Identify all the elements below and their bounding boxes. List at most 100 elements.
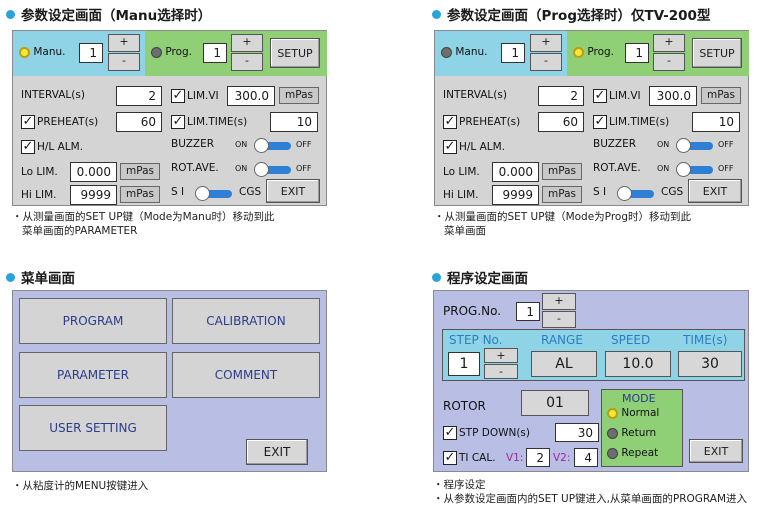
prog-number-field[interactable]: 1	[625, 43, 649, 63]
interval-field[interactable]: 2	[538, 86, 584, 106]
mode-repeat-label: Repeat	[621, 447, 659, 459]
prog-parameter-screen: Manu. 1 + - Prog. 1 + - SETUP INTERVAL(s…	[434, 30, 749, 206]
step-field[interactable]: 1	[448, 352, 480, 376]
step-decrement-button[interactable]: -	[484, 364, 518, 379]
hilim-unit-button[interactable]: mPas	[120, 186, 160, 203]
preheat-field[interactable]: 60	[538, 112, 584, 132]
mode-normal-radio[interactable]: Normal	[607, 407, 659, 419]
setup-button[interactable]: SETUP	[270, 38, 320, 68]
limtime-field[interactable]: 10	[692, 112, 740, 132]
rotave-toggle[interactable]	[676, 162, 713, 177]
bullet-icon	[6, 272, 15, 282]
limvi-unit-button[interactable]: mPas	[279, 87, 319, 104]
buzzer-toggle[interactable]	[676, 138, 713, 153]
buzzer-toggle[interactable]	[254, 138, 291, 153]
user-setting-button[interactable]: USER SETTING	[19, 405, 167, 451]
interval-label: INTERVAL(s)	[21, 89, 85, 101]
mode-return-radio[interactable]: Return	[607, 427, 656, 439]
manu-increment-button[interactable]: +	[530, 34, 562, 52]
prog-no-decrement-button[interactable]: -	[542, 311, 576, 328]
exit-button[interactable]: EXIT	[689, 439, 743, 463]
caption-line: ・从测量画面的SET UP键（Mode为Prog时）移动到此	[434, 211, 691, 223]
manu-radio[interactable]: Manu.	[19, 46, 66, 58]
manu-increment-button[interactable]: +	[108, 34, 140, 52]
unit-system-toggle[interactable]	[195, 186, 232, 201]
limvi-checkbox[interactable]: ✓	[593, 88, 607, 103]
rotor-label: ROTOR	[443, 399, 486, 413]
manu-decrement-button[interactable]: -	[530, 53, 562, 71]
preheat-checkbox[interactable]: ✓	[443, 114, 457, 129]
program-button[interactable]: PROGRAM	[19, 298, 167, 344]
stpdown-checkbox[interactable]: ✓	[443, 425, 457, 440]
toggle-knob-icon	[254, 162, 269, 177]
lolim-field[interactable]: 0.000	[70, 162, 117, 182]
v1-field[interactable]: 2	[526, 448, 550, 467]
hl-alarm-label: H/L ALM.	[459, 141, 506, 153]
section-title-text: 菜单画面	[21, 271, 75, 287]
rotave-off-label: OFF	[718, 164, 734, 173]
prog-radio[interactable]: Prog.	[573, 46, 614, 58]
exit-button[interactable]: EXIT	[266, 179, 320, 203]
manu-radio[interactable]: Manu.	[441, 46, 488, 58]
prog-no-field[interactable]: 1	[516, 302, 540, 321]
exit-button[interactable]: EXIT	[688, 179, 742, 203]
setup-button[interactable]: SETUP	[692, 38, 742, 68]
comment-button[interactable]: COMMENT	[172, 352, 320, 398]
prog-radio[interactable]: Prog.	[151, 46, 192, 58]
toggle-knob-icon	[195, 186, 210, 201]
bullet-icon	[6, 9, 15, 19]
manu-parameter-screen: Manu. 1 + - Prog. 1 + - SETUP INTERVAL(s…	[12, 30, 327, 206]
limtime-field[interactable]: 10	[270, 112, 318, 132]
stpdown-field[interactable]: 30	[555, 423, 599, 442]
limvi-field[interactable]: 300.0	[227, 86, 275, 106]
preheat-checkbox[interactable]: ✓	[21, 114, 35, 129]
prog-decrement-button[interactable]: -	[653, 53, 685, 71]
v2-field[interactable]: 4	[574, 448, 598, 467]
prog-decrement-button[interactable]: -	[231, 53, 263, 71]
time-field[interactable]: 30	[678, 351, 742, 377]
parameter-button[interactable]: PARAMETER	[19, 352, 167, 398]
mode-repeat-radio[interactable]: Repeat	[607, 447, 658, 459]
limvi-label: LIM.VI	[609, 90, 641, 102]
rotor-field[interactable]: 01	[521, 390, 589, 416]
caption-line: 菜单画面的PARAMETER	[22, 225, 138, 237]
preheat-field[interactable]: 60	[116, 112, 162, 132]
menu-screen: PROGRAM CALIBRATION PARAMETER COMMENT US…	[12, 290, 327, 472]
limtime-checkbox[interactable]: ✓	[171, 114, 185, 129]
hilim-field[interactable]: 9999	[492, 185, 539, 205]
limvi-field[interactable]: 300.0	[649, 86, 697, 106]
speed-header: SPEED	[611, 333, 651, 347]
stpdown-label: STP DOWN(s)	[459, 427, 530, 439]
calibration-button[interactable]: CALIBRATION	[172, 298, 320, 344]
manu-number-field[interactable]: 1	[79, 43, 103, 63]
lolim-field[interactable]: 0.000	[492, 162, 539, 182]
section-title-text: 程序设定画面	[447, 271, 528, 287]
prog-increment-button[interactable]: +	[653, 34, 685, 52]
unit-system-toggle[interactable]	[617, 186, 654, 201]
hl-alarm-checkbox[interactable]: ✓	[443, 139, 457, 154]
manu-number-field[interactable]: 1	[501, 43, 525, 63]
preheat-label: PREHEAT(s)	[459, 116, 521, 128]
hl-alarm-checkbox[interactable]: ✓	[21, 139, 35, 154]
limvi-checkbox[interactable]: ✓	[171, 88, 185, 103]
tical-checkbox[interactable]: ✓	[443, 450, 457, 465]
section-title-text: 参数设定画面（Manu选择时）	[21, 8, 212, 24]
prog-increment-button[interactable]: +	[231, 34, 263, 52]
hilim-field[interactable]: 9999	[70, 185, 117, 205]
manu-decrement-button[interactable]: -	[108, 53, 140, 71]
range-field[interactable]: AL	[531, 351, 597, 377]
lolim-unit-button[interactable]: mPas	[542, 163, 582, 180]
prog-no-increment-button[interactable]: +	[542, 293, 576, 310]
rotave-toggle[interactable]	[254, 162, 291, 177]
exit-button[interactable]: EXIT	[246, 439, 308, 465]
speed-field[interactable]: 10.0	[605, 351, 671, 377]
hilim-unit-button[interactable]: mPas	[542, 186, 582, 203]
interval-field[interactable]: 2	[116, 86, 162, 106]
toggle-knob-icon	[617, 186, 632, 201]
limtime-checkbox[interactable]: ✓	[593, 114, 607, 129]
limvi-unit-button[interactable]: mPas	[701, 87, 741, 104]
lolim-unit-button[interactable]: mPas	[120, 163, 160, 180]
step-increment-button[interactable]: +	[484, 348, 518, 363]
prog-number-field[interactable]: 1	[203, 43, 227, 63]
range-header: RANGE	[541, 333, 583, 347]
